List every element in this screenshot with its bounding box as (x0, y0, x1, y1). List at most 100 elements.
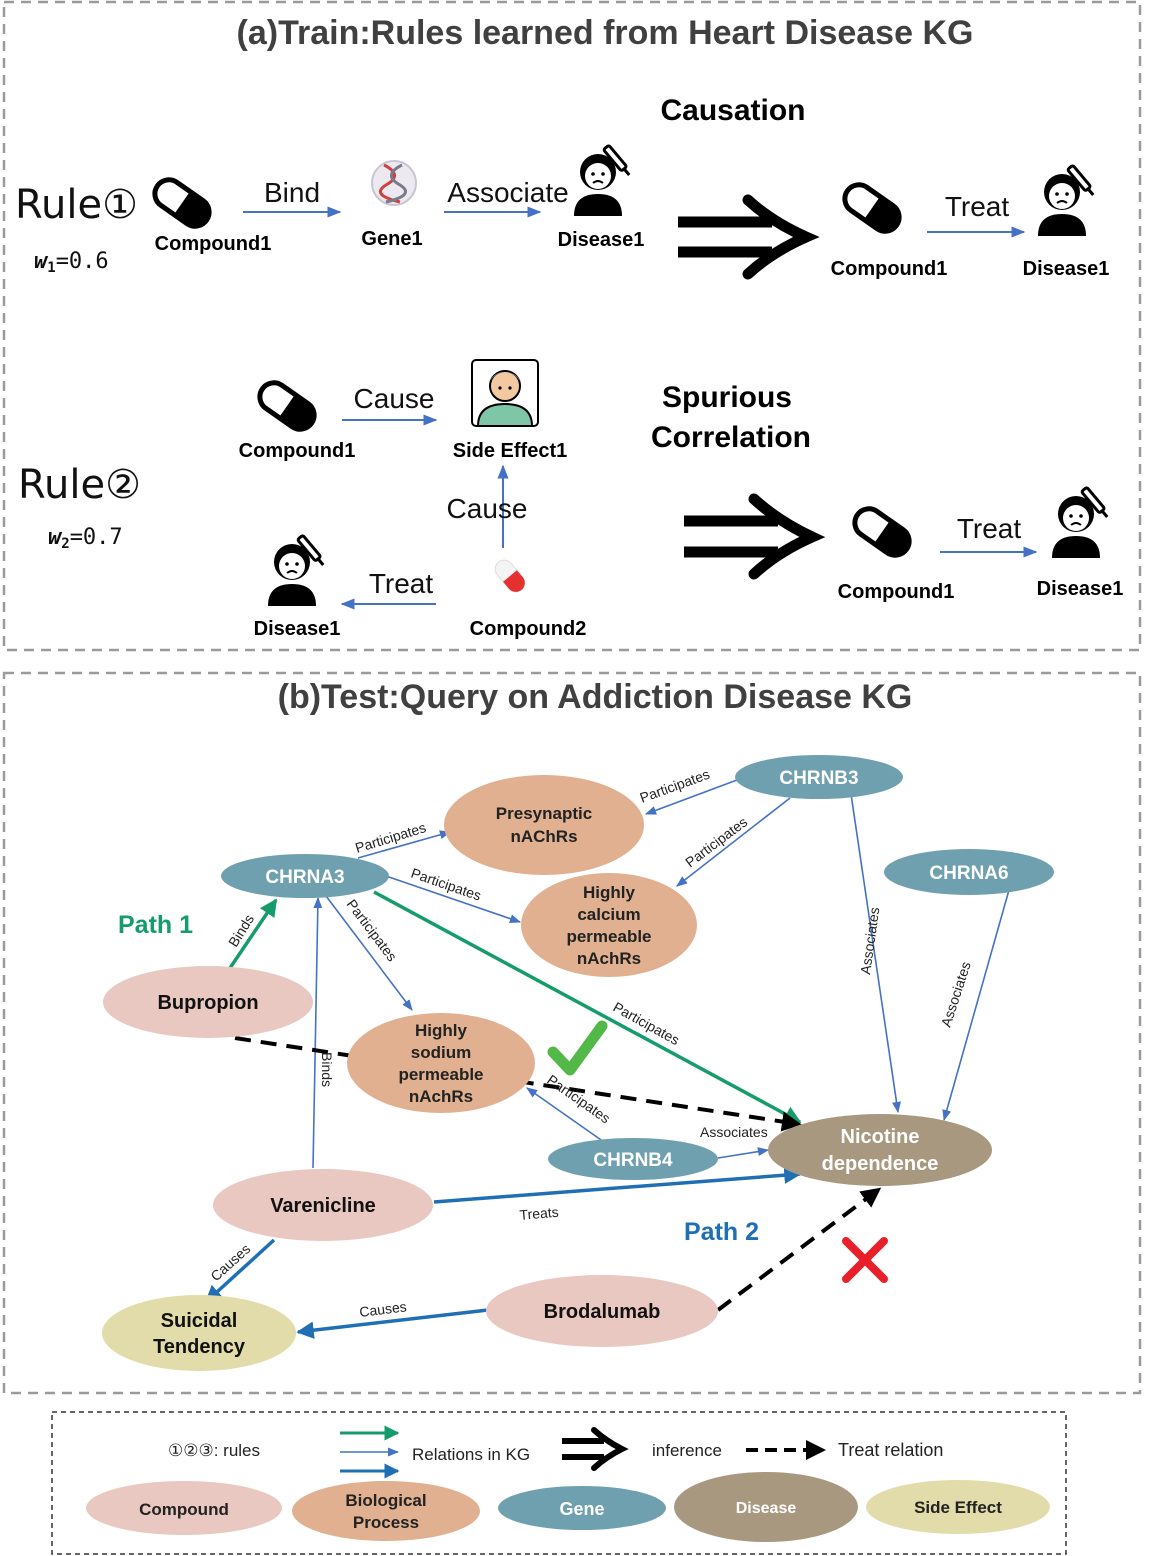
edge-label-associates: Associates (938, 960, 974, 1029)
legend-box (51, 1411, 1067, 1555)
rule1-disease: Disease1 (558, 229, 645, 251)
causation-heading: Causation (660, 94, 805, 127)
node-presynaptic: Presynaptic nAChRs (444, 775, 644, 875)
rule2-weight-sub: 2 (61, 536, 69, 552)
node-sodium-l1: Highly (415, 1021, 467, 1040)
node-chrna3-label: CHRNA3 (265, 867, 344, 888)
path2-edge-causes (204, 1238, 276, 1304)
rule2-weight: w2=0.7 (48, 525, 123, 552)
rule1-weight: w1=0.6 (34, 249, 109, 276)
edge-label-associates: Associates (857, 906, 882, 975)
node-nicotine: Nicotine dependence (768, 1114, 992, 1186)
edge-label-participates: Participates (409, 865, 483, 904)
legend-disease-label: Disease (736, 1500, 797, 1517)
edge-label-treats: Treats (519, 1204, 559, 1223)
pill-icon (839, 179, 904, 236)
edge-chrnb3-presynaptic (644, 779, 738, 815)
node-chrnb3: CHRNB3 (735, 755, 903, 799)
cross-icon (842, 1237, 888, 1283)
node-suicidal-l1: Suicidal (161, 1310, 238, 1332)
rule1-associate-label: Associate (447, 177, 568, 208)
node-calcium: Highly calcium permeable nAchRs (521, 873, 697, 977)
node-presynaptic-l2: nAChRs (510, 827, 577, 846)
path2-label: Path 2 (684, 1218, 759, 1246)
sick-person-icon (266, 533, 328, 608)
edge-label-causes: Causes (358, 1298, 407, 1320)
node-sodium-l4: nAchRs (409, 1087, 473, 1106)
side-effect-person-icon (471, 359, 539, 427)
path2-edge-causes2 (296, 1308, 489, 1339)
pill-icon (149, 174, 214, 231)
edge-label-participates: Participates (682, 814, 750, 871)
legend-bio-l2: Process (353, 1513, 419, 1532)
panel-b-title: (b)Test:Query on Addiction Disease KG (278, 678, 913, 716)
rule2-weight-symbol: w (48, 525, 63, 550)
node-sodium-l3: permeable (398, 1065, 483, 1084)
rule1-compound: Compound1 (155, 233, 272, 255)
legend-compound-label: Compound (139, 1500, 229, 1519)
capsule-icon (494, 559, 526, 593)
path1-edge-participates (373, 890, 802, 1124)
node-chrnb4-label: CHRNB4 (593, 1150, 673, 1171)
edge-chrnb3-nicotine (850, 793, 901, 1114)
spurious-heading-line2: Correlation (651, 421, 811, 454)
node-suicidal: Suicidal Tendency (102, 1295, 296, 1371)
node-brodalumab: Brodalumab (486, 1275, 718, 1347)
path2-edge-treats (433, 1166, 802, 1204)
check-icon (547, 1020, 608, 1076)
pill-icon (849, 503, 914, 560)
edge-label-binds: Binds (319, 1052, 335, 1087)
node-calcium-l2: calcium (577, 905, 640, 924)
rule2-cause2-label: Cause (447, 493, 528, 524)
node-varenicline: Varenicline (213, 1169, 433, 1241)
inference-arrow-icon (678, 194, 820, 280)
rule2-result-disease: Disease1 (1037, 578, 1124, 600)
rule2-side-effect: Side Effect1 (453, 440, 567, 462)
edge-label-associates: Associates (700, 1124, 768, 1140)
panel-b-border (2, 671, 1142, 1395)
legend-disease: Disease (674, 1472, 858, 1542)
sick-person-icon (572, 143, 634, 218)
inferred-treat-brodalumab (716, 1187, 882, 1312)
edge-chrna6-nicotine (942, 889, 1010, 1122)
edge-varenicline-chrna3 (312, 896, 323, 1169)
node-bupropion: Bupropion (103, 966, 313, 1038)
inference-arrow-icon (684, 493, 826, 580)
dna-icon (371, 160, 417, 206)
legend-gene-label: Gene (559, 1499, 604, 1519)
path1-edge-binds (228, 898, 278, 969)
edge-chrnb3-calcium (676, 797, 791, 887)
node-chrna3: CHRNA3 (221, 854, 389, 898)
legend-compound: Compound (86, 1481, 282, 1535)
node-chrna6: CHRNA6 (884, 849, 1054, 895)
rule1-result-compound: Compound1 (831, 258, 948, 280)
rule2-compound1: Compound1 (239, 440, 356, 462)
legend-inference: inference (652, 1441, 722, 1460)
legend-rules: ①②③: rules (168, 1441, 260, 1460)
panel-a-title: (a)Train:Rules learned from Heart Diseas… (237, 14, 974, 52)
edge-label-participates: Participates (353, 819, 428, 856)
rule2-result-compound: Compound1 (838, 581, 955, 603)
node-calcium-l3: permeable (566, 927, 651, 946)
node-bupropion-label: Bupropion (157, 992, 258, 1014)
pill-icon (254, 377, 319, 434)
node-brodalumab-label: Brodalumab (544, 1301, 661, 1323)
rule2-result-treat-label: Treat (957, 513, 1022, 544)
legend-bio-process: Biological Process (292, 1481, 480, 1541)
node-calcium-l1: Highly (583, 883, 635, 902)
rule2-weight-value: =0.7 (70, 525, 123, 550)
rule1-weight-sub: 1 (47, 260, 55, 276)
rule1-bind-label: Bind (264, 177, 320, 208)
node-nicotine-l1: Nicotine (841, 1126, 920, 1148)
sick-person-icon (1036, 163, 1098, 238)
node-presynaptic-l1: Presynaptic (496, 804, 592, 823)
edge-label-participates: Participates (638, 766, 712, 806)
node-calcium-l4: nAchRs (577, 949, 641, 968)
legend-relations: Relations in KG (412, 1445, 530, 1464)
inferred-treat-bupropion (234, 1036, 802, 1132)
rule1-weight-symbol: w (34, 249, 49, 274)
path1-label: Path 1 (118, 911, 193, 939)
legend-gene: Gene (498, 1486, 666, 1530)
edge-chrna3-calcium (385, 875, 522, 923)
